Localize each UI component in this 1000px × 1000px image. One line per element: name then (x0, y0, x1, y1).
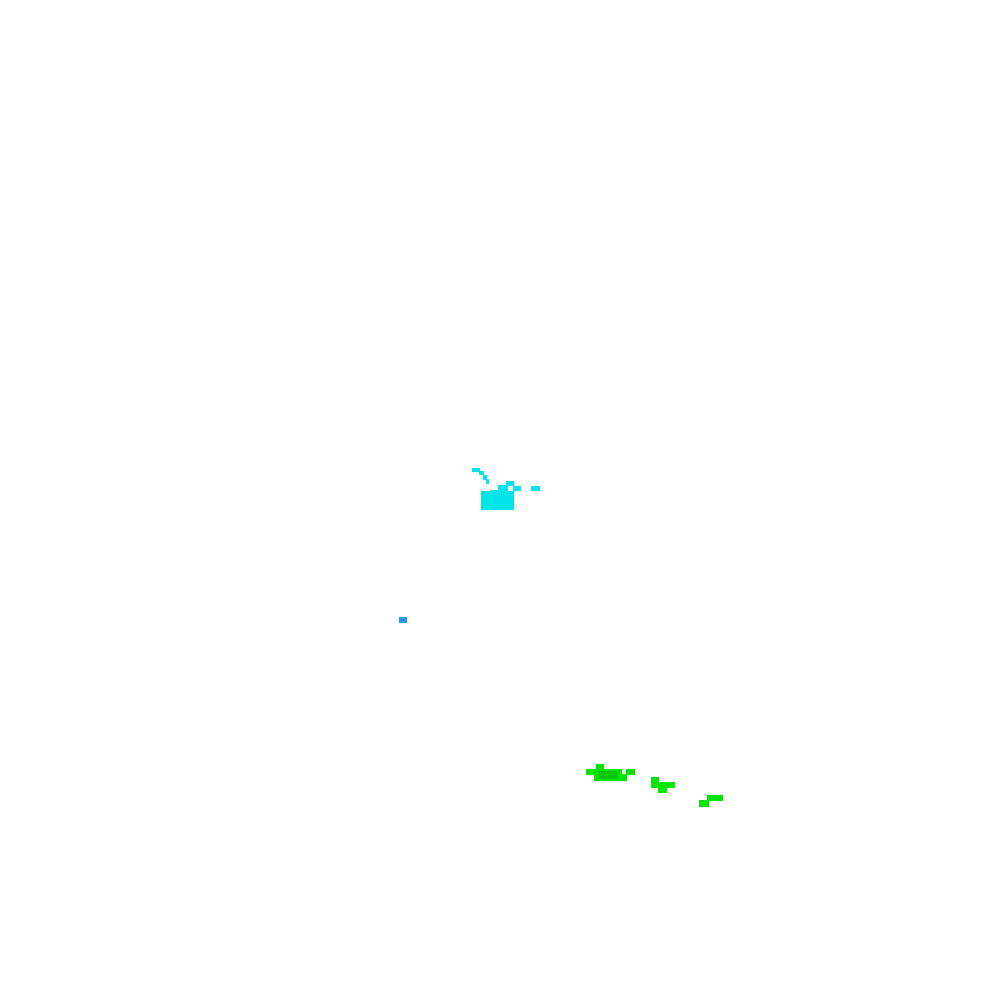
echo-cell (598, 771, 618, 779)
echo-cell (481, 491, 514, 510)
echo-cell (596, 764, 604, 769)
echo-cell (498, 485, 508, 491)
echo-cell (651, 777, 659, 783)
echo-cell (531, 486, 540, 491)
echo-cell (506, 481, 514, 486)
echo-cell (699, 800, 709, 807)
echo-cell (479, 471, 484, 475)
echo-cell (486, 479, 489, 484)
echo-cell (513, 486, 521, 491)
echo-cell (626, 769, 635, 775)
echo-cell (472, 468, 480, 472)
echo-cell (483, 475, 487, 480)
blue-echo-speck (399, 617, 407, 623)
echo-cell (707, 795, 723, 801)
cyan-echo-cluster (472, 468, 540, 510)
echo-cell (490, 490, 500, 493)
green-echo-cluster-east (699, 795, 723, 807)
echo-cell (651, 782, 675, 788)
echo-cell (399, 617, 407, 623)
green-echo-core (598, 771, 618, 779)
green-echo-cluster-middle (651, 777, 675, 793)
echo-cell (658, 787, 667, 793)
